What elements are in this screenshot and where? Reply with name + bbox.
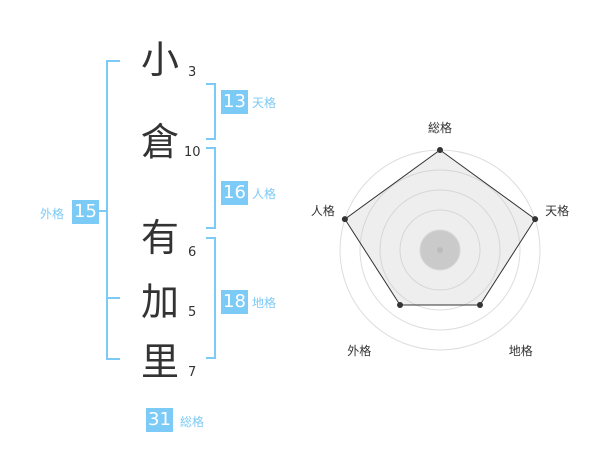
radar-axis-label-5: 人格 bbox=[311, 203, 335, 218]
name-character-4: 加 bbox=[140, 280, 179, 324]
radar-point-3 bbox=[476, 302, 483, 309]
gaikaku-bracket-divider bbox=[106, 297, 120, 299]
tenkaku-label: 天格 bbox=[252, 96, 277, 110]
name-character-3: 有 bbox=[140, 216, 179, 260]
stroke-count-4: 5 bbox=[188, 305, 197, 320]
radar-ring-2 bbox=[399, 209, 481, 291]
jinkaku-bracket bbox=[206, 147, 216, 229]
radar-center-dot bbox=[437, 247, 443, 253]
radar-axis-label-4: 外格 bbox=[347, 343, 371, 358]
tenkaku-badge: 13 bbox=[221, 90, 248, 114]
chikaku-bracket bbox=[206, 237, 216, 359]
radar-point-4 bbox=[397, 302, 404, 309]
chikaku-label: 地格 bbox=[252, 296, 277, 310]
soukaku-badge: 31 bbox=[146, 408, 173, 432]
radar-point-1 bbox=[437, 147, 443, 153]
radar-axis-label-3: 地格 bbox=[509, 343, 533, 358]
radar-point-2 bbox=[532, 216, 539, 223]
soukaku-label: 総格 bbox=[180, 415, 205, 429]
name-character-1: 小 bbox=[140, 38, 179, 82]
stroke-count-5: 7 bbox=[188, 365, 197, 380]
jinkaku-badge: 16 bbox=[221, 181, 248, 205]
stroke-count-3: 6 bbox=[188, 245, 197, 260]
radar-ring-3 bbox=[379, 189, 501, 311]
radar-point-5 bbox=[341, 216, 348, 223]
name-character-5: 里 bbox=[140, 340, 179, 384]
gaikaku-badge: 15 bbox=[72, 200, 99, 224]
radar-ring-4 bbox=[359, 169, 521, 331]
tenkaku-bracket bbox=[206, 83, 216, 140]
chikaku-badge: 18 bbox=[221, 290, 248, 314]
jinkaku-label: 人格 bbox=[252, 187, 277, 201]
radar-axis-label-2: 天格 bbox=[545, 203, 569, 218]
gaikaku-bracket-tick bbox=[98, 210, 108, 212]
gaikaku-bracket bbox=[106, 60, 120, 360]
gaikaku-label: 外格 bbox=[40, 207, 65, 221]
radar-axis-label-1: 総格 bbox=[428, 120, 452, 135]
name-character-2: 倉 bbox=[140, 120, 179, 164]
stroke-count-2: 10 bbox=[184, 145, 201, 160]
radar-value-polygon bbox=[344, 149, 536, 306]
stroke-count-1: 3 bbox=[188, 65, 197, 80]
